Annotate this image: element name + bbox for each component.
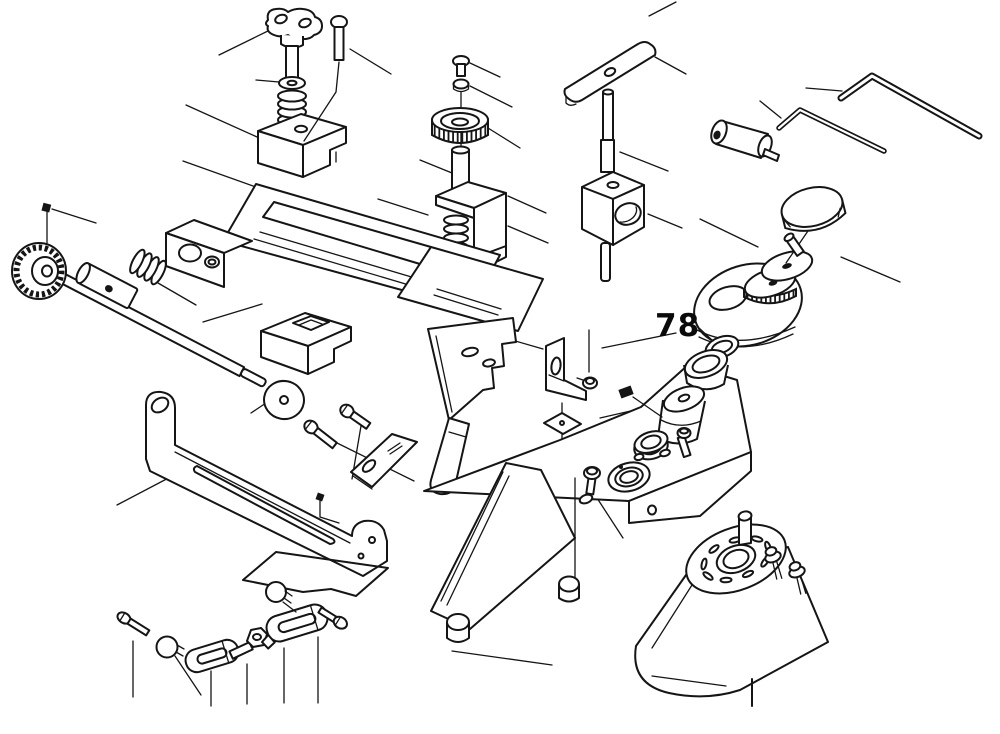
chuck-block — [581, 171, 645, 282]
lower-blade-holder — [260, 312, 352, 375]
tension-knob-assembly — [257, 7, 348, 178]
knob-dimple — [274, 13, 288, 25]
retainer-ring — [633, 430, 671, 458]
holder-screw — [303, 15, 348, 142]
feed-set-screw — [41, 202, 52, 213]
knob-dimple — [298, 17, 312, 29]
bearing-cup — [683, 349, 729, 391]
feed-screw-assembly — [11, 202, 267, 388]
cluster-screw-1 — [116, 611, 151, 637]
hex-wrench-large — [837, 72, 983, 140]
support-bracket — [145, 390, 388, 577]
pulley-disc-1 — [760, 250, 814, 282]
arm-right-plate — [397, 246, 544, 332]
table-insert-plate — [350, 433, 418, 490]
feed-coupler — [75, 262, 139, 309]
deck-ring-large — [607, 461, 651, 493]
bracket-screw — [576, 376, 598, 390]
cross-knob — [265, 7, 323, 41]
motor-terminal-1 — [764, 546, 783, 580]
knob-washer — [278, 76, 306, 90]
motor-coupling — [710, 119, 780, 162]
pulley-screw — [783, 232, 805, 257]
arm-frame — [165, 183, 544, 332]
bracket-set-screw — [315, 492, 325, 502]
pulley-cap-knob — [780, 186, 847, 232]
clamp-screw — [452, 55, 470, 77]
pulley-set-screw — [618, 385, 634, 399]
part-callout-78: 78 — [655, 308, 700, 344]
hex-wrench-small — [776, 107, 887, 154]
housing-leg — [430, 462, 576, 630]
motor-terminal-2 — [788, 561, 807, 595]
motor-shaft — [737, 510, 753, 546]
cluster-ball-1 — [155, 635, 185, 659]
retainer-screw — [676, 427, 692, 459]
cover-plate-outline — [242, 551, 389, 597]
knob-threaded-stud — [285, 45, 299, 79]
clamp-nut — [452, 78, 470, 93]
drive-pulley-assembly — [618, 186, 847, 459]
upper-blade-holder — [257, 113, 347, 178]
hardware-cluster — [116, 581, 348, 707]
mount-screw-2 — [339, 403, 372, 430]
knurled-knob — [431, 107, 489, 144]
pulley-washer-disc — [263, 379, 305, 421]
tools — [710, 72, 983, 162]
chuck-assembly — [563, 41, 657, 282]
arm-end-block — [165, 219, 253, 288]
feed-knob — [11, 242, 67, 300]
cluster-screw-2 — [317, 606, 348, 630]
blade-guard-wedge — [427, 317, 517, 496]
blade-wrench-bar — [563, 41, 657, 106]
callout-leader — [698, 327, 714, 342]
motor-body — [634, 546, 829, 698]
cluster-ball-2 — [265, 581, 297, 613]
chuck-rod — [600, 88, 615, 173]
deck-washer — [578, 493, 594, 505]
spacer-cylinder — [657, 385, 706, 445]
feed-rod — [56, 271, 267, 388]
guide-bracket — [545, 337, 598, 401]
feed-spring — [129, 248, 167, 286]
housing-foot-2 — [558, 575, 580, 603]
motor-assembly — [634, 510, 829, 707]
housing-foot-1 — [446, 613, 470, 643]
mount-screw-1 — [303, 419, 338, 450]
